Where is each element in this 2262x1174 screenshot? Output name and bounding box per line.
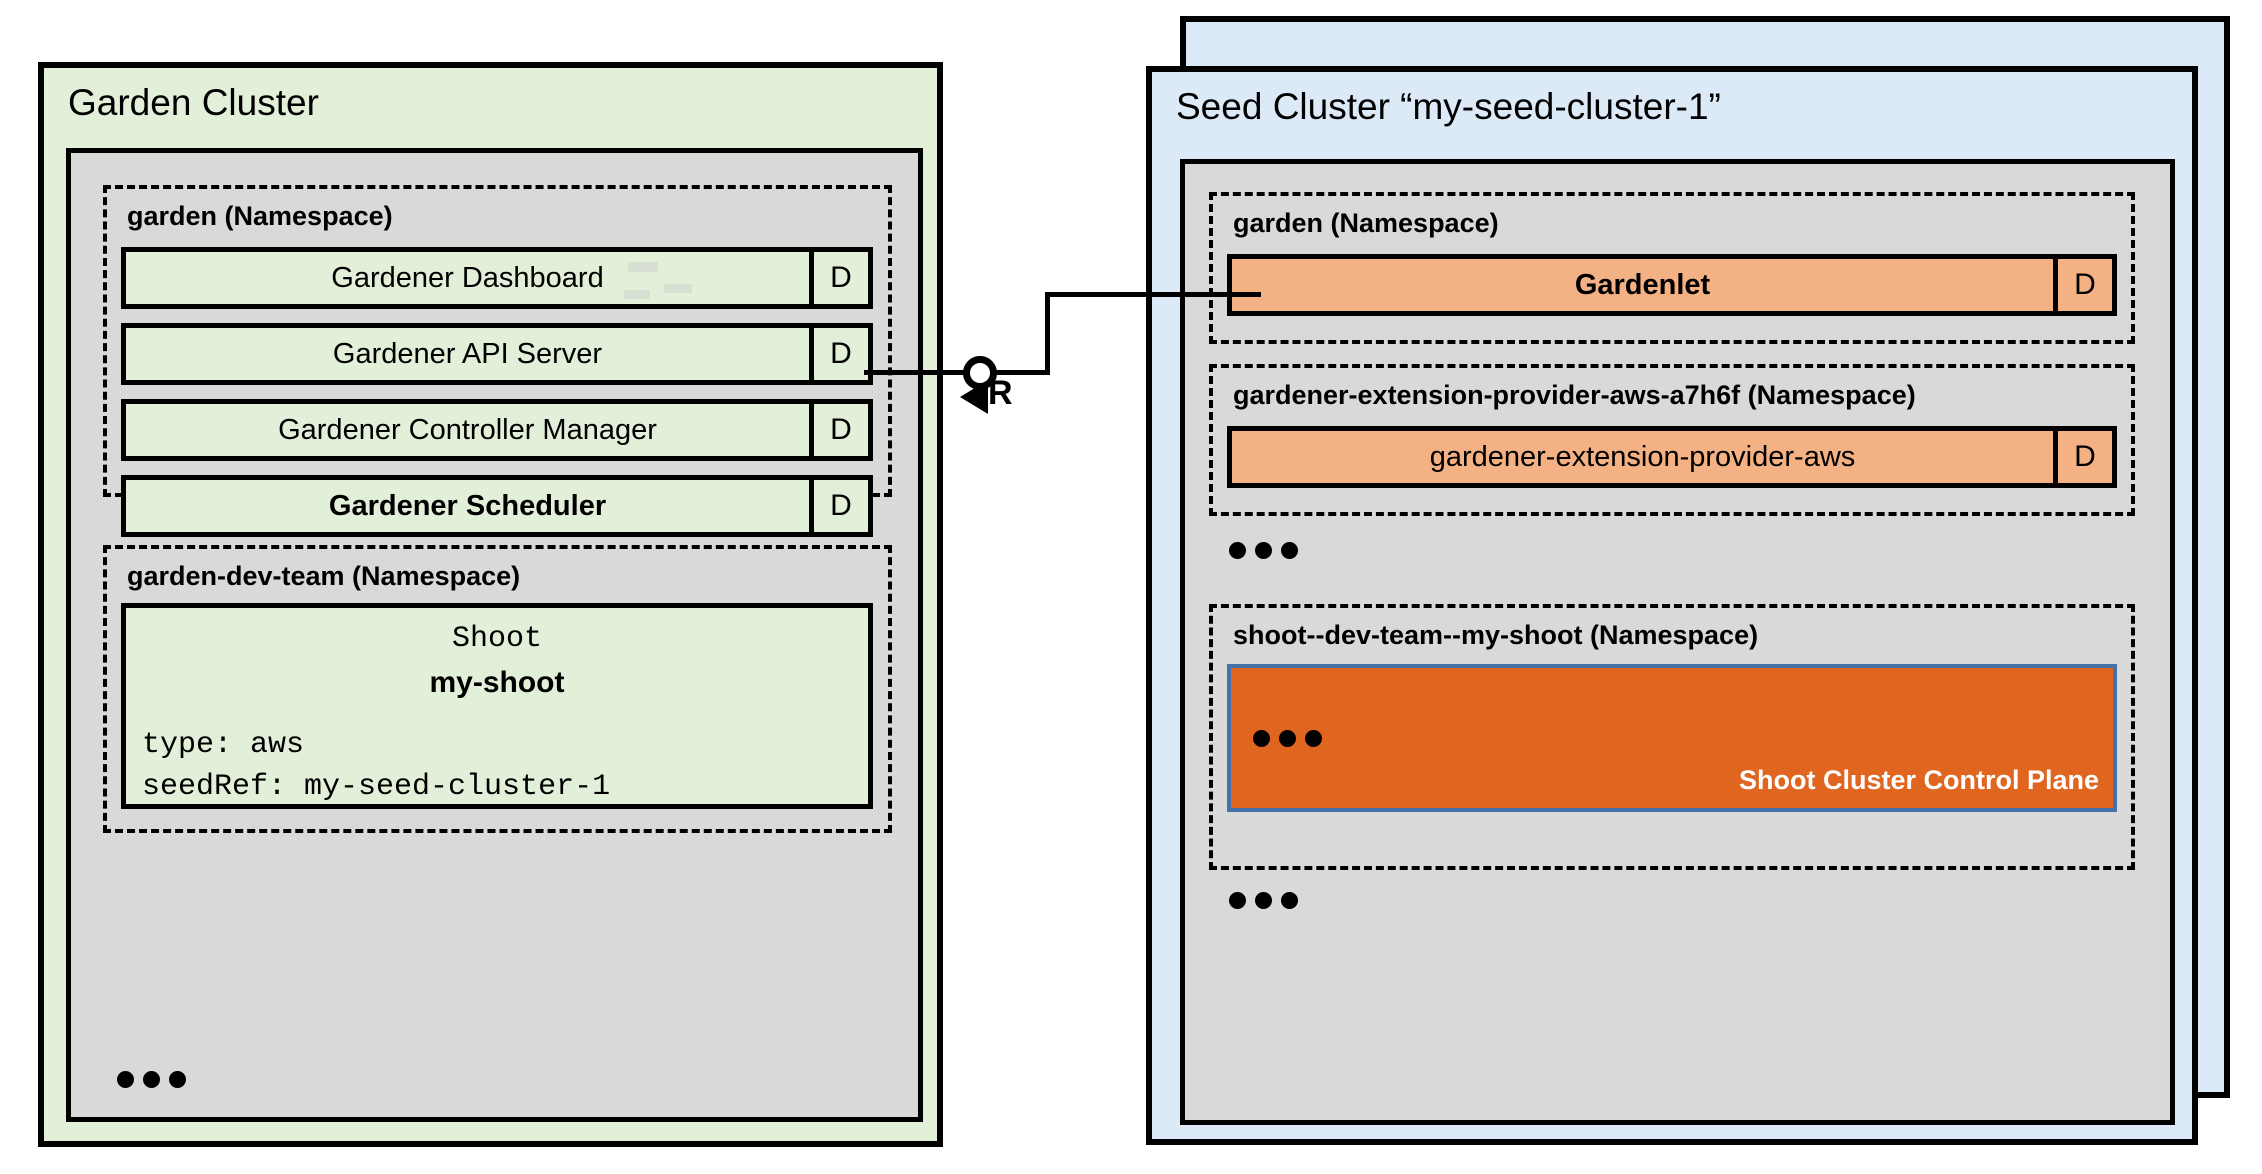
seed-cluster-node-panel: garden (Namespace) Gardenlet D gardener-… xyxy=(1180,159,2175,1125)
component-body: Gardener Dashboard xyxy=(126,252,809,304)
connector-segment-horizontal-upper xyxy=(1045,292,1261,297)
dot xyxy=(1281,542,1298,559)
artifact-mark xyxy=(628,262,658,272)
dot xyxy=(169,1071,186,1088)
dot xyxy=(1279,730,1296,747)
component-gardenlet[interactable]: Gardenlet D xyxy=(1227,254,2117,316)
dot xyxy=(143,1071,160,1088)
dot xyxy=(1229,542,1246,559)
shoot-spec-line-seedref: seedRef: my-seed-cluster-1 xyxy=(142,770,611,804)
deployment-badge: D xyxy=(809,252,868,304)
component-gardener-scheduler[interactable]: Gardener Scheduler D xyxy=(121,475,873,537)
deployment-badge: D xyxy=(2053,259,2112,311)
namespace-gardener-extension-provider-aws xyxy=(1209,364,2135,516)
component-body: Gardener Controller Manager xyxy=(126,404,809,456)
control-plane-more-indicator xyxy=(1253,730,1322,747)
garden-cluster: Garden Cluster garden (Namespace) Garden… xyxy=(38,62,943,1147)
dot xyxy=(1255,892,1272,909)
artifact-mark xyxy=(624,290,650,299)
component-body: Gardener Scheduler xyxy=(126,480,809,532)
namespace-seed-garden-title: garden (Namespace) xyxy=(1233,208,1499,238)
component-gardener-extension-provider-aws[interactable]: gardener-extension-provider-aws D xyxy=(1227,426,2117,488)
component-body: Gardenlet xyxy=(1232,259,2053,311)
dot xyxy=(1253,730,1270,747)
deployment-badge: D xyxy=(809,404,868,456)
control-plane-label: Shoot Cluster Control Plane xyxy=(1738,765,2099,795)
component-label: Gardenlet xyxy=(1574,268,1711,301)
connector-letter-label: R xyxy=(988,374,1013,412)
garden-cluster-title: Garden Cluster xyxy=(68,82,319,123)
shoot-cluster-control-plane[interactable]: Shoot Cluster Control Plane xyxy=(1227,664,2117,812)
dot xyxy=(1305,730,1322,747)
namespace-gardener-extension-provider-aws-title: gardener-extension-provider-aws-a7h6f (N… xyxy=(1233,380,1916,410)
seed-cluster-more-indicator-middle xyxy=(1229,542,1298,559)
garden-cluster-more-indicator xyxy=(117,1071,186,1088)
dot xyxy=(117,1071,134,1088)
component-label: Gardener Controller Manager xyxy=(278,413,657,446)
namespace-garden-dev-team xyxy=(103,545,892,833)
component-gardener-api-server[interactable]: Gardener API Server D xyxy=(121,323,873,385)
namespace-garden-dev-team-title: garden-dev-team (Namespace) xyxy=(127,561,521,591)
garden-cluster-node-panel: garden (Namespace) Gardener Dashboard D … xyxy=(66,148,923,1122)
namespace-seed-garden xyxy=(1209,192,2135,344)
deployment-badge: D xyxy=(809,328,868,380)
component-gardener-controller-manager[interactable]: Gardener Controller Manager D xyxy=(121,399,873,461)
component-body: Gardener API Server xyxy=(126,328,809,380)
connector-arrow-icon xyxy=(960,380,988,414)
component-body: gardener-extension-provider-aws xyxy=(1232,431,2053,483)
component-label: Gardener API Server xyxy=(332,337,603,370)
shoot-spec-line-type: type: aws xyxy=(142,728,305,762)
seed-cluster-more-indicator-bottom xyxy=(1229,892,1298,909)
component-label: gardener-extension-provider-aws xyxy=(1429,440,1856,473)
component-gardener-dashboard[interactable]: Gardener Dashboard D xyxy=(121,247,873,309)
dot xyxy=(1255,542,1272,559)
connector-segment-horizontal-lower xyxy=(864,370,1050,375)
component-label: Gardener Scheduler xyxy=(328,489,607,522)
seed-cluster-title: Seed Cluster “my-seed-cluster-1” xyxy=(1176,86,1721,127)
namespace-garden-title: garden (Namespace) xyxy=(127,201,393,231)
namespace-shoot-dev-team-my-shoot-title: shoot--dev-team--my-shoot (Namespace) xyxy=(1233,620,1759,650)
deployment-badge: D xyxy=(809,480,868,532)
seed-cluster: Seed Cluster “my-seed-cluster-1” garden … xyxy=(1146,66,2198,1145)
artifact-mark xyxy=(664,284,692,293)
shoot-resource-box[interactable]: Shoot my-shoot type: aws seedRef: my-see… xyxy=(121,603,873,809)
component-label: Gardener Dashboard xyxy=(331,261,604,294)
dot xyxy=(1229,892,1246,909)
connector-segment-vertical xyxy=(1045,292,1050,375)
dot xyxy=(1281,892,1298,909)
namespace-shoot-dev-team-my-shoot xyxy=(1209,604,2135,870)
shoot-kind-label: Shoot xyxy=(451,622,542,656)
shoot-name-label: my-shoot xyxy=(429,666,565,699)
deployment-badge: D xyxy=(2053,431,2112,483)
